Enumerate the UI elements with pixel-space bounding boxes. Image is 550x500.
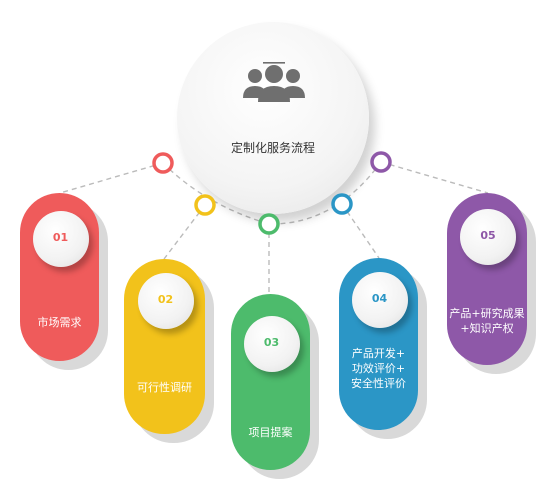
step-label-line-2: +知识产权 (460, 322, 514, 335)
hub-circle: 定制化服务流程 (177, 22, 377, 222)
step-number-disc: 04 (351, 272, 408, 328)
hub-disc: 定制化服务流程 (177, 22, 369, 214)
connector-line-02 (163, 204, 206, 260)
step-label-line-1: 项目提案 (248, 426, 293, 439)
step-number: 05 (480, 229, 496, 242)
step-number-disc: 03 (243, 316, 300, 372)
step-label-line-2: 功效评价+ (351, 362, 406, 375)
connector-line-04 (341, 203, 380, 259)
step-card-04: 04 产品开发+ 功效评价+ 安全性评价 (339, 258, 427, 439)
step-label: 产品+研究成果 +知识产权 (447, 306, 527, 336)
step-number: 02 (157, 293, 174, 306)
hub-title: 定制化服务流程 (230, 141, 315, 155)
step-label: 产品开发+ 功效评价+ 安全性评价 (339, 346, 418, 391)
step-number-disc: 05 (460, 209, 516, 265)
step-card-01: 01 市场需求 (20, 193, 108, 370)
step-card-02: 02 可行性调研 (124, 259, 214, 443)
step-number: 03 (263, 336, 280, 349)
step-label-line-1: 市场需求 (37, 316, 82, 329)
people-group-icon (241, 60, 307, 108)
step-label-line-1: 产品开发+ (351, 347, 406, 360)
ring-node-05 (370, 151, 392, 173)
step-number-disc: 01 (32, 211, 89, 267)
step-card-03: 03 项目提案 (231, 294, 319, 479)
ring-node-04 (331, 193, 353, 215)
step-number: 01 (52, 231, 69, 244)
ring-node-02 (194, 194, 216, 216)
step-label: 市场需求 (20, 315, 99, 330)
step-card-05: 05 产品+研究成果 +知识产权 (447, 193, 536, 374)
step-label: 项目提案 (231, 425, 310, 440)
step-label-line-1: 可行性调研 (137, 381, 192, 394)
step-number-disc: 02 (137, 273, 194, 329)
ring-node-01 (152, 152, 174, 174)
connector-line-05 (380, 161, 489, 194)
ring-node-03 (258, 213, 280, 235)
step-label-line-3: 安全性评价 (351, 377, 406, 390)
step-label: 可行性调研 (124, 380, 205, 395)
step-number: 04 (371, 292, 388, 305)
step-label-line-1: 产品+研究成果 (449, 307, 525, 320)
hub-arc-connector (162, 161, 382, 225)
